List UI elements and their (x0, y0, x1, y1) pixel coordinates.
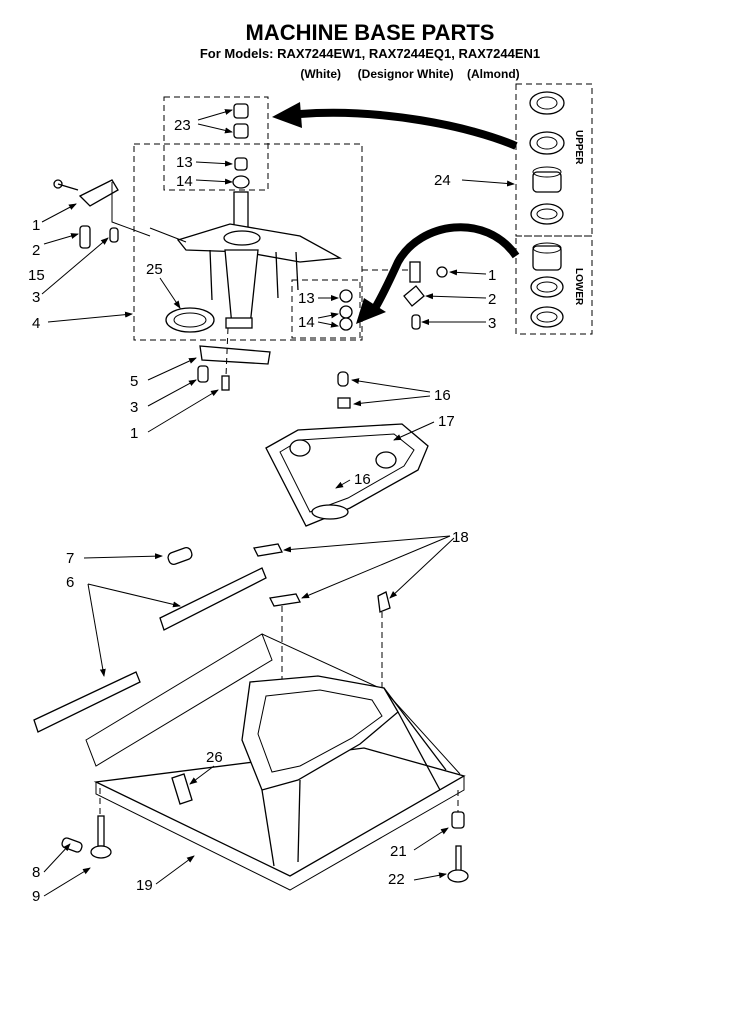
big-arrow-lower (370, 223, 520, 313)
clip-part (199, 345, 271, 365)
clip-part-18b (269, 593, 301, 607)
callout-26: 26 (206, 749, 223, 766)
screw-part-1c (221, 375, 230, 391)
seal-part (165, 307, 215, 333)
kit-label-upper: UPPER (573, 130, 584, 165)
callout-24: 24 (434, 172, 451, 189)
big-arrow-upper-head (272, 102, 302, 128)
frame-part-17 (265, 423, 429, 527)
transmission-assembly (149, 191, 343, 329)
leg-part-9 (97, 815, 105, 847)
big-arrow-lower-head (356, 298, 386, 324)
callout-6: 6 (66, 574, 74, 591)
callout-25: 25 (146, 261, 163, 278)
kit-label-lower: LOWER (573, 268, 584, 306)
group-box-transmission (133, 143, 363, 341)
big-arrow-upper (299, 108, 518, 150)
callout-13a: 13 (176, 154, 193, 171)
callout-8: 8 (32, 864, 40, 881)
right-bracket-parts (362, 261, 448, 330)
callout-13b: 13 (298, 290, 315, 307)
callout-22: 22 (388, 871, 405, 888)
group-box-kit-lower (515, 235, 593, 335)
callout-1a: 1 (32, 217, 40, 234)
callout-14b: 14 (298, 314, 315, 331)
callout-17: 17 (438, 413, 455, 430)
callout-23: 23 (174, 117, 191, 134)
callout-18: 18 (452, 529, 469, 546)
callout-2b: 2 (488, 291, 496, 308)
leg-part-22 (455, 845, 462, 873)
bracket-part-6a (159, 567, 267, 631)
callout-21: 21 (390, 843, 407, 860)
callout-3b: 3 (488, 315, 496, 332)
callout-15: 15 (28, 267, 45, 284)
group-box-grommets (291, 279, 361, 339)
machine-base-part-19 (85, 633, 466, 891)
group-box-kit-upper (515, 83, 593, 237)
callout-16a: 16 (434, 387, 451, 404)
bracket-part-26 (171, 773, 193, 805)
spring-part-7 (167, 547, 193, 565)
callout-16b: 16 (354, 471, 371, 488)
callout-2a: 2 (32, 242, 40, 259)
left-bracket-parts (53, 179, 151, 249)
grommet-parts (339, 289, 353, 331)
callout-3a: 3 (32, 289, 40, 306)
callout-14a: 14 (176, 173, 193, 190)
diagram-title: MACHINE BASE PARTS (246, 20, 495, 45)
callout-19: 19 (136, 877, 153, 894)
bracket-part-6b (33, 671, 141, 733)
callout-1b: 1 (488, 267, 496, 284)
callout-9: 9 (32, 888, 40, 905)
callout-4: 4 (32, 315, 40, 332)
callout-3c: 3 (130, 399, 138, 416)
callout-7: 7 (66, 550, 74, 567)
spring-part-3c (197, 365, 209, 383)
kit-upper-parts (529, 91, 565, 225)
models-line: For Models: RAX7244EW1, RAX7244EQ1, RAX7… (200, 46, 540, 61)
bumper-part-21 (451, 811, 465, 829)
colors-line: (White) (Designor White) (Almond) (300, 67, 519, 81)
callout-1c: 1 (130, 425, 138, 442)
kit-lower-parts (530, 242, 564, 328)
callout-5: 5 (130, 373, 138, 390)
bushing-parts (232, 103, 250, 189)
clip-part-18a (253, 543, 283, 557)
leader-lines (41, 109, 515, 897)
clip-part-18c (377, 591, 391, 613)
